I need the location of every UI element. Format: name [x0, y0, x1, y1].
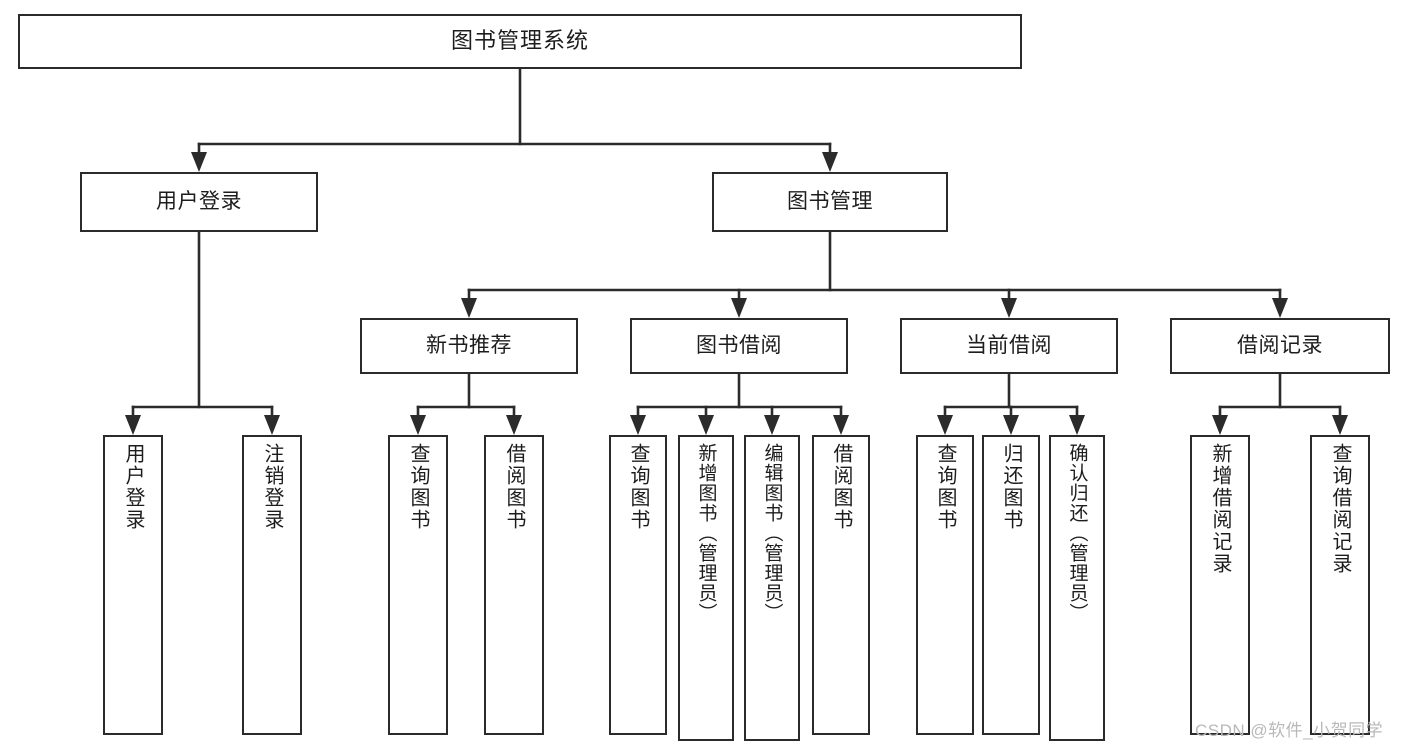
node-leaf-return-book[interactable]: 归还图书 [982, 435, 1040, 735]
node-leaf-borrow-book-2[interactable]: 借阅图书 [812, 435, 870, 735]
edge-arrow-book-borrow-leaf-add-book [698, 415, 714, 435]
edge-arrow-root-book-manage [822, 152, 838, 172]
edge-arrow-book-manage-new-book-recommend [461, 298, 477, 318]
node-leaf-query-book-2[interactable]: 查询图书 [609, 435, 667, 735]
node-leaf-borrow-book-1[interactable]: 借阅图书 [484, 435, 544, 735]
node-label-leaf-query-book-3: 查询图书 [934, 443, 956, 531]
node-leaf-user-login[interactable]: 用户登录 [103, 435, 163, 735]
node-leaf-query-record[interactable]: 查询借阅记录 [1310, 435, 1370, 735]
edge-arrow-current-borrow-leaf-confirm-return [1069, 415, 1085, 435]
node-leaf-add-book[interactable]: 新增图书（管理员） [678, 435, 734, 741]
node-label-root: 图书管理系统 [450, 28, 589, 54]
edge-arrow-book-manage-borrow-record [1272, 298, 1288, 318]
node-label-leaf-logout: 注销登录 [261, 443, 283, 531]
edge-arrow-current-borrow-leaf-query-book-3 [937, 415, 953, 435]
node-label-book-borrow: 图书借阅 [696, 334, 782, 358]
edge-arrow-book-borrow-leaf-query-book-2 [630, 415, 646, 435]
edge-arrow-user-login-leaf-logout [264, 415, 280, 435]
node-current-borrow[interactable]: 当前借阅 [900, 318, 1118, 374]
node-label-leaf-confirm-return: 确认归还（管理员） [1066, 443, 1088, 623]
node-label-leaf-edit-book: 编辑图书（管理员） [761, 443, 783, 623]
node-leaf-query-book-3[interactable]: 查询图书 [916, 435, 974, 735]
node-label-leaf-return-book: 归还图书 [1000, 443, 1022, 531]
node-leaf-confirm-return[interactable]: 确认归还（管理员） [1049, 435, 1105, 741]
node-label-book-manage: 图书管理 [787, 190, 873, 214]
node-book-borrow[interactable]: 图书借阅 [630, 318, 848, 374]
edge-arrow-book-borrow-leaf-edit-book [764, 415, 780, 435]
edge-arrow-borrow-record-leaf-add-record [1212, 415, 1228, 435]
node-leaf-add-record[interactable]: 新增借阅记录 [1190, 435, 1250, 735]
node-label-user-login: 用户登录 [156, 190, 242, 214]
node-root[interactable]: 图书管理系统 [18, 14, 1022, 69]
edge-arrow-current-borrow-leaf-return-book [1003, 415, 1019, 435]
node-borrow-record[interactable]: 借阅记录 [1170, 318, 1390, 374]
edge-arrow-root-user-login [191, 152, 207, 172]
node-label-leaf-user-login: 用户登录 [122, 443, 144, 531]
edge-arrow-book-manage-book-borrow [731, 298, 747, 318]
edge-arrow-borrow-record-leaf-query-record [1332, 415, 1348, 435]
node-leaf-logout[interactable]: 注销登录 [242, 435, 302, 735]
csdn-watermark: CSDN @软件_小贺同学 [1195, 721, 1384, 740]
node-label-new-book-recommend: 新书推荐 [426, 334, 512, 358]
node-book-manage[interactable]: 图书管理 [712, 172, 948, 232]
node-label-leaf-add-record: 新增借阅记录 [1209, 443, 1231, 575]
node-label-current-borrow: 当前借阅 [966, 334, 1052, 358]
edge-arrow-book-manage-current-borrow [1001, 298, 1017, 318]
node-label-borrow-record: 借阅记录 [1237, 334, 1323, 358]
node-leaf-edit-book[interactable]: 编辑图书（管理员） [744, 435, 800, 741]
node-new-book-recommend[interactable]: 新书推荐 [360, 318, 578, 374]
edge-arrow-user-login-leaf-user-login [125, 415, 141, 435]
edge-arrow-book-borrow-leaf-borrow-book-2 [833, 415, 849, 435]
node-label-leaf-borrow-book-1: 借阅图书 [503, 443, 525, 531]
node-label-leaf-borrow-book-2: 借阅图书 [830, 443, 852, 531]
node-label-leaf-add-book: 新增图书（管理员） [695, 443, 717, 623]
edge-arrow-new-book-recommend-leaf-query-book-1 [410, 415, 426, 435]
node-label-leaf-query-record: 查询借阅记录 [1329, 443, 1351, 575]
node-label-leaf-query-book-1: 查询图书 [407, 443, 429, 531]
edge-arrow-new-book-recommend-leaf-borrow-book-1 [506, 415, 522, 435]
node-user-login[interactable]: 用户登录 [80, 172, 318, 232]
node-label-leaf-query-book-2: 查询图书 [627, 443, 649, 531]
node-leaf-query-book-1[interactable]: 查询图书 [388, 435, 448, 735]
